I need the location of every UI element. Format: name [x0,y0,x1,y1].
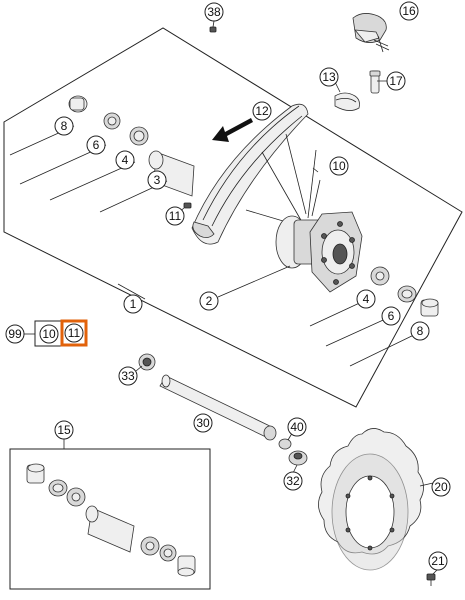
callout-8-bottom: 8 [410,321,430,341]
svg-text:21: 21 [431,554,445,568]
svg-text:6: 6 [388,309,395,323]
svg-text:6: 6 [93,138,100,152]
svg-text:15: 15 [57,423,71,437]
callout-10-box: 10 [39,324,59,344]
svg-text:10: 10 [42,327,56,341]
svg-text:16: 16 [402,4,416,18]
callout-99: 99 [5,324,25,344]
kit-spacer-8b [177,555,196,577]
callout-8-top: 8 [54,116,74,136]
kit-bearing-4 [66,487,86,507]
callout-30: 30 [193,413,213,433]
svg-text:38: 38 [207,5,221,19]
callout-32: 32 [283,471,303,491]
kit-seal-6 [48,479,68,497]
svg-text:33: 33 [121,369,135,383]
svg-text:40: 40 [290,420,304,434]
rotation-arrow [212,118,253,142]
svg-text:8: 8 [417,324,424,338]
svg-text:99: 99 [8,327,22,341]
svg-text:4: 4 [363,292,370,306]
svg-text:30: 30 [196,416,210,430]
axle-30 [159,374,277,441]
callout-6-top: 6 [86,135,106,155]
valve-17 [369,70,381,94]
highlight-frame [60,319,88,347]
svg-text:20: 20 [434,480,448,494]
assembly-frame [3,27,463,408]
svg-text:1: 1 [130,297,137,311]
bearing-4-bottom [370,266,390,286]
disc-screw-21 [426,573,436,586]
callout-38: 38 [204,2,224,22]
callout-40: 40 [287,417,307,437]
svg-text:12: 12 [255,104,269,118]
callout-33: 33 [118,366,138,386]
callout-20: 20 [431,477,451,497]
callout-17: 17 [386,71,406,91]
svg-text:10: 10 [332,159,346,173]
nipple-11 [183,202,192,209]
callout-4-top: 4 [115,150,135,170]
callout-10-spoke: 10 [329,156,349,176]
bearing-kit-frame [9,448,211,590]
hub-2 [275,211,363,293]
seal-6-top [103,112,121,130]
nut-32 [288,450,308,466]
brake-disc-20 [318,428,424,571]
callout-11-nipple: 11 [165,206,185,226]
kit-bearing-4b [140,536,160,556]
rim-12 [191,103,309,245]
svg-text:11: 11 [169,209,182,223]
screw-38 [209,26,217,33]
svg-text:11: 11 [68,326,81,340]
kit-spacer-8 [26,463,45,484]
svg-text:4: 4 [122,153,129,167]
callout-11-box-highlighted[interactable]: 11 [60,319,88,347]
callout-13: 13 [319,67,339,87]
svg-text:13: 13 [322,70,336,84]
callout-4-bottom: 4 [356,289,376,309]
seal-6-bottom [397,285,417,303]
callout-16: 16 [399,1,419,21]
svg-text:3: 3 [154,173,161,187]
callout-15: 15 [54,420,74,440]
svg-text:17: 17 [389,74,403,88]
svg-text:8: 8 [61,119,68,133]
kit-seal-6b [159,544,177,562]
callout-2: 2 [199,291,219,311]
callout-6-bottom: 6 [381,306,401,326]
callout-12: 12 [252,101,272,121]
washer-40 [278,438,292,450]
svg-text:2: 2 [206,294,213,308]
valve-cap-16 [352,13,390,53]
svg-text:32: 32 [286,474,300,488]
kit-sleeve-3 [85,505,135,553]
spacer-8-top [68,95,88,113]
callout-1: 1 [123,294,143,314]
callout-21: 21 [428,551,448,571]
rim-tape-13 [334,92,360,111]
spacer-8-bottom [420,298,439,317]
callout-3: 3 [147,170,167,190]
bearing-4-top [129,126,149,146]
collar-33 [138,353,156,371]
